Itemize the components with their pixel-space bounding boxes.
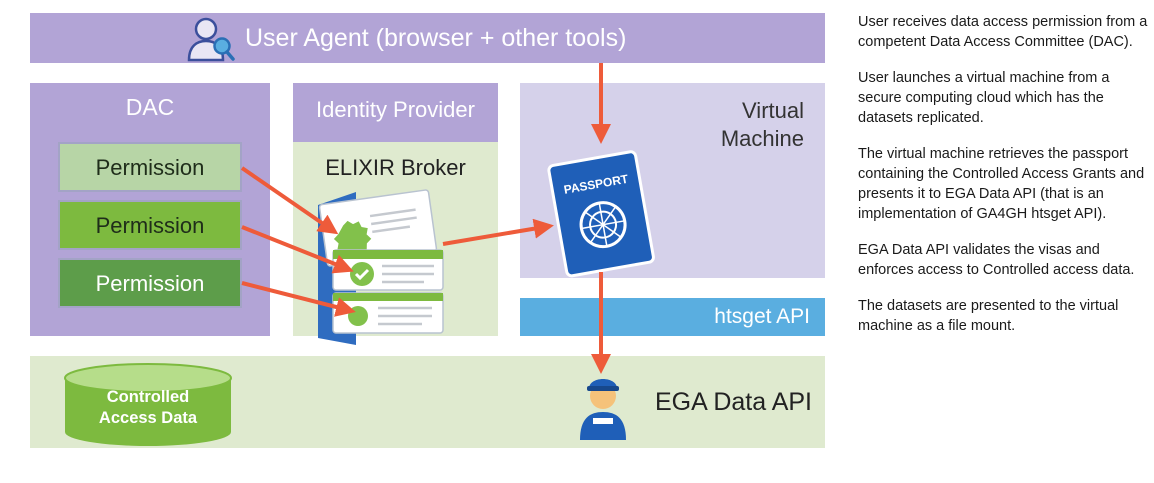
htsget-api-bar [520, 298, 825, 336]
controlled-access-data-label: Controlled Access Data [65, 387, 231, 429]
user-search-icon [187, 17, 235, 62]
virtual-machine-line-1: Virtual [742, 98, 804, 123]
note-1: User receives data access permission fro… [858, 14, 1148, 50]
user-agent-banner [30, 13, 825, 63]
arrow-permission-3 [241, 281, 356, 317]
ega-data-api-label: EGA Data API [654, 388, 812, 416]
dac-title: DAC [125, 94, 175, 120]
arrow-broker-to-passport [442, 218, 554, 246]
permission-box-2: Permission [58, 200, 242, 250]
flow-arrows [240, 63, 611, 374]
htsget-api-label: htsget API [714, 305, 810, 328]
virtual-machine-line-2: Machine [720, 126, 804, 151]
arrow-permission-2 [241, 225, 354, 274]
note-3: The virtual machine retrieves the passpo… [858, 146, 1145, 222]
explanation-notes: User receives data access permission fro… [858, 12, 1148, 352]
arrow-permission-1 [240, 166, 339, 235]
permission-box-3: Permission [58, 258, 242, 308]
storage-line-1: Controlled [106, 388, 190, 406]
permission-box-1: Permission [58, 142, 242, 192]
passport-icon: PASSPORT [547, 150, 655, 278]
storage-line-2: Access Data [98, 409, 198, 427]
visa-documents-icon [318, 189, 444, 345]
note-2: User launches a virtual machine from a s… [858, 70, 1110, 126]
note-4: EGA Data API validates the visas and enf… [858, 242, 1135, 278]
elixir-broker-label: ELIXIR Broker [325, 155, 466, 180]
officer-icon [580, 379, 626, 440]
identity-provider-title: Identity Provider [293, 83, 498, 142]
note-5: The datasets are presented to the virtua… [858, 298, 1119, 334]
user-agent-title: User Agent (browser + other tools) [245, 24, 627, 52]
controlled-access-data-cylinder [64, 363, 232, 446]
virtual-machine-label: Virtual Machine [680, 97, 804, 153]
